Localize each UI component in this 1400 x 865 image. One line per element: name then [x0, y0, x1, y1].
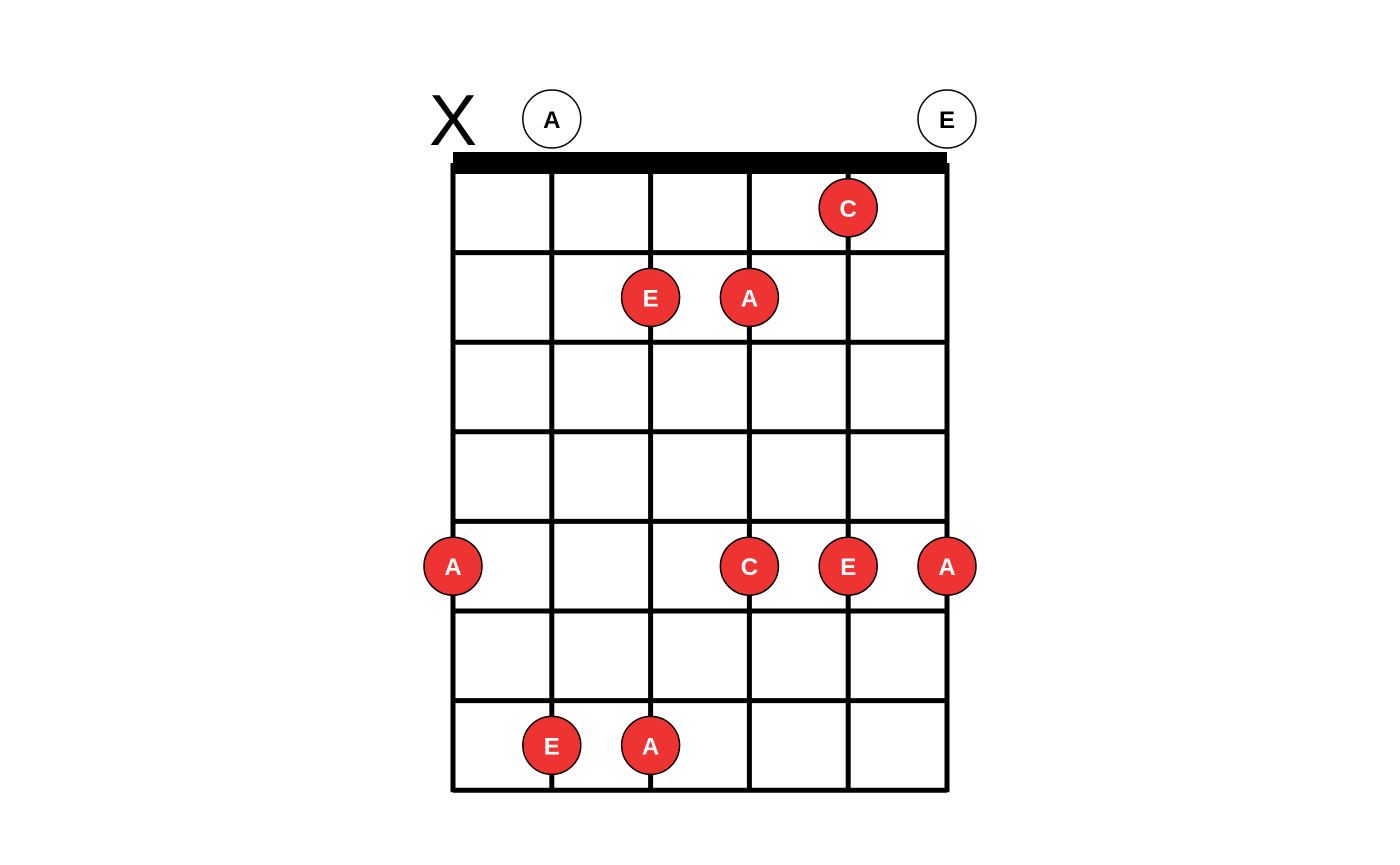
fretted-note: E — [620, 267, 681, 328]
fretted-note-dot — [620, 715, 681, 776]
nut — [453, 152, 947, 174]
fretted-note: A — [620, 715, 681, 776]
fretted-note: E — [818, 536, 878, 596]
fretted-note-dot — [423, 536, 483, 596]
fretted-note-label: A — [444, 554, 461, 581]
fretted-note-dot — [917, 536, 977, 596]
open-string-note-label: E — [939, 107, 955, 134]
fretted-note-dot — [620, 267, 681, 328]
fretted-note-label: E — [643, 285, 659, 312]
fretted-note-label: E — [544, 733, 560, 760]
fretted-note-dot — [818, 536, 878, 596]
muted-string-marker: X — [429, 81, 477, 161]
fretted-note-label: C — [741, 554, 758, 581]
fretted-note: C — [719, 536, 780, 596]
fretboard-grid — [450, 152, 950, 793]
open-string-note-label: A — [543, 107, 560, 134]
fretted-note-dot — [719, 536, 780, 596]
fretted-note: A — [423, 536, 483, 596]
fretted-note: E — [522, 715, 582, 776]
fretted-note: A — [917, 536, 977, 596]
fretted-note-label: A — [642, 733, 659, 760]
fretted-note-label: A — [938, 554, 955, 581]
open-string-circle — [522, 89, 582, 149]
open-string-circle — [917, 89, 977, 149]
fretted-notes: C E A A C E A E A — [423, 178, 977, 776]
fretted-note-label: A — [741, 285, 758, 312]
fretted-note-label: E — [840, 554, 856, 581]
fretted-note-dot — [719, 267, 780, 328]
open-string-marker: E — [917, 89, 977, 149]
fretted-note: A — [719, 267, 780, 328]
open-string-marker: A — [522, 89, 582, 149]
fretted-note: C — [818, 178, 878, 238]
fretted-note-label: C — [840, 196, 857, 223]
fretted-note-dot — [818, 178, 878, 238]
fretted-note-dot — [522, 715, 582, 776]
